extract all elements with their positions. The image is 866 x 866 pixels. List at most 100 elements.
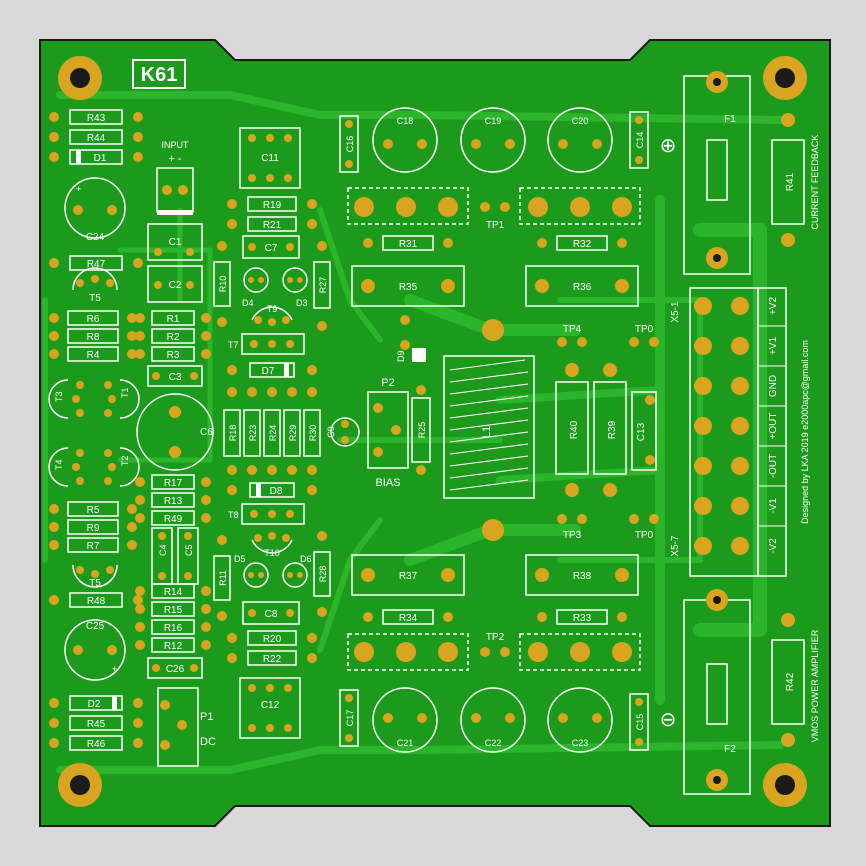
resistor-r6: R6 — [49, 310, 137, 326]
svg-text:+: + — [112, 664, 117, 674]
label-r36: R36 — [573, 282, 592, 293]
label-r9: R9 — [87, 523, 100, 534]
resistor-r12: R12 — [135, 637, 211, 653]
inductor-pad-top — [482, 319, 504, 341]
fuse-f2: F2 — [683, 589, 751, 795]
label-r10: R10 — [218, 276, 228, 293]
pin-label-5: -OUT — [768, 454, 779, 478]
capacitor-c3: C3 — [147, 365, 203, 387]
label-r35: R35 — [399, 282, 418, 293]
resistor-r42: R42 — [771, 613, 805, 747]
resistor-r5: R5 — [49, 501, 137, 517]
label-r23: R23 — [248, 425, 258, 442]
resistor-r39: R39 — [593, 363, 627, 497]
label-r3: R3 — [167, 350, 180, 361]
label-t5-bottom: T5 — [89, 578, 101, 589]
label-r8: R8 — [87, 332, 100, 343]
label-r41: R41 — [785, 172, 796, 191]
resistor-r29: R29 — [283, 387, 301, 475]
label-r44: R44 — [87, 133, 106, 144]
diode-d7: D7 — [227, 362, 317, 378]
connector-p1: P1 DC — [157, 687, 216, 767]
capacitor-c26: C26 — [147, 657, 203, 679]
capacitor-c21: C21 — [372, 687, 438, 753]
pin-label-3: GND — [768, 375, 779, 397]
label-d1: D1 — [94, 153, 107, 164]
label-c2: C2 — [169, 280, 182, 291]
resistor-r14: R14 — [135, 583, 211, 599]
label-c26: C26 — [166, 664, 185, 675]
label-r39: R39 — [607, 420, 618, 439]
capacitor-c4: C4 — [151, 527, 173, 585]
label-c20: C20 — [572, 116, 589, 126]
label-c16: C16 — [345, 136, 355, 153]
resistor-r34: R34 — [363, 609, 453, 625]
label-c9: C9 — [326, 426, 336, 438]
testpoint-tp1: TP1 — [480, 202, 510, 231]
resistor-r37: R37 — [351, 554, 465, 596]
driver-section: C11 R19 R21 C7 R10 D4 — [213, 115, 360, 747]
label-l1: L1 — [481, 426, 493, 438]
resistor-r28: R28 — [313, 531, 331, 617]
label-c17: C17 — [345, 710, 355, 727]
testpoint-tp0-bottom: TP0 — [629, 514, 659, 541]
label-r34: R34 — [399, 613, 418, 624]
diode-d9: D9 — [396, 315, 426, 362]
label-r16: R16 — [164, 623, 183, 634]
resistor-r33: R33 — [537, 609, 627, 625]
resistor-r9: R9 — [49, 519, 137, 535]
pin-label-7: -V2 — [768, 538, 779, 554]
resistor-r1: R1 — [135, 310, 211, 326]
label-t3: T3 — [54, 391, 64, 402]
inductor-pad-bottom — [482, 519, 504, 541]
resistor-r46: R46 — [49, 735, 143, 751]
transistor-t3: T3 — [48, 379, 84, 419]
capacitor-c20: C20 — [547, 107, 613, 173]
capacitor-c24: + C24 — [64, 177, 126, 243]
label-c19: C19 — [485, 116, 502, 126]
label-r48: R48 — [87, 596, 106, 607]
svg-text:+: + — [76, 184, 81, 194]
label-r45: R45 — [87, 719, 106, 730]
capacitor-c16: C16 — [339, 115, 359, 173]
bias-label: BIAS — [375, 477, 400, 489]
capacitor-c7: C7 — [242, 235, 300, 259]
resistor-r24: R24 — [263, 387, 281, 475]
label-r19: R19 — [263, 200, 282, 211]
input-label: INPUT — [162, 140, 190, 150]
input-polarity: + - — [168, 153, 181, 165]
label-c24: C24 — [86, 232, 105, 243]
resistor-r13: R13 — [135, 492, 211, 508]
left-column: R43 R44 D1 + C24 R47 T5 — [48, 109, 143, 751]
label-r32: R32 — [573, 239, 592, 250]
label-c12: C12 — [261, 700, 280, 711]
label-r12: R12 — [164, 641, 183, 652]
board-code-frame — [132, 59, 186, 89]
label-r11: R11 — [218, 570, 228, 586]
label-r40: R40 — [569, 420, 580, 439]
label-d4: D4 — [242, 298, 254, 308]
resistor-r7: R7 — [49, 537, 137, 553]
capacitor-c17: C17 — [339, 689, 359, 747]
mosfet-right-bottom — [519, 633, 641, 671]
capacitor-c12: C12 — [239, 677, 301, 739]
center-section: D9 P2 BIAS R25 L1 — [367, 315, 535, 541]
diode-d3: D3 — [282, 267, 308, 308]
label-r20: R20 — [263, 634, 282, 645]
transistor-t1: T1 — [104, 379, 140, 419]
transistor-t7: T7 — [228, 333, 305, 355]
resistor-r23: R23 — [243, 387, 261, 475]
label-r13: R13 — [164, 496, 183, 507]
power-stage-top: C18 C19 C20 C14 ⊕ TP1 — [347, 107, 676, 307]
capacitor-c23: C23 — [547, 687, 613, 753]
diode-d8: D8 — [227, 482, 317, 498]
pin-label-6: -V1 — [768, 498, 779, 514]
resistor-r48: R48 — [49, 592, 143, 608]
label-r47: R47 — [87, 259, 106, 270]
label-c15: C15 — [635, 714, 645, 731]
label-c13: C13 — [636, 422, 647, 441]
diode-d4: D4 — [242, 267, 269, 308]
label-d2: D2 — [88, 699, 101, 710]
label-r22: R22 — [263, 654, 282, 665]
label-r46: R46 — [87, 739, 106, 750]
